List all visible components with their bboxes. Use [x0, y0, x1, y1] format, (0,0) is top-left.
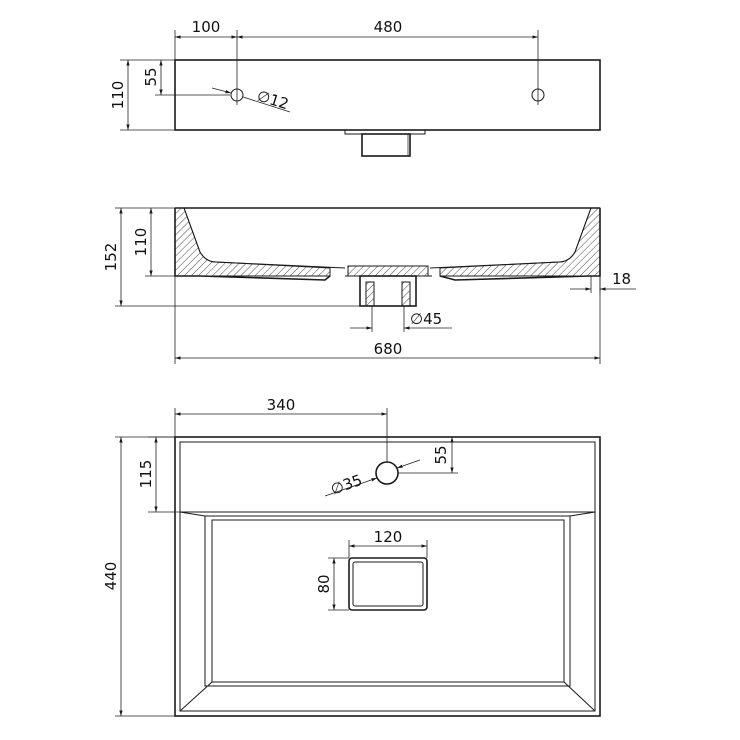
plan-view: 340 55 ∅35 115 440 120 80 — [102, 396, 601, 717]
dim-wall-thickness: 18 — [612, 270, 631, 288]
dim-hole-offset: 55 — [142, 67, 160, 86]
dim-tap-hole-inset: 55 — [432, 445, 450, 464]
dim-top-depth: 110 — [109, 81, 127, 110]
dim-bowl-height: 110 — [132, 228, 150, 257]
dim-tap-offset: 100 — [192, 18, 221, 36]
dim-drain-diameter: ∅45 — [410, 310, 442, 328]
tap-hole-icon — [375, 461, 399, 485]
basin-top-outline — [174, 59, 601, 131]
top-view: 100 480 110 55 ∅12 — [109, 18, 601, 157]
dim-tap-hole-offset: 340 — [267, 396, 296, 414]
section-right-wall — [439, 207, 601, 277]
dim-tap-spacing: 480 — [374, 18, 403, 36]
basin-plan-outline — [174, 436, 601, 717]
waste-outlet — [344, 129, 426, 157]
drain-opening — [348, 557, 428, 611]
dim-tap-hole-diameter: ∅35 — [328, 471, 364, 499]
dim-hole-diameter: ∅12 — [255, 87, 291, 114]
dim-total-height: 152 — [102, 243, 120, 272]
dim-overall-width: 680 — [374, 340, 403, 358]
dim-drain-width: 120 — [374, 528, 403, 546]
dim-drain-height: 80 — [315, 574, 333, 593]
dim-overall-depth: 440 — [102, 562, 120, 591]
section-drain — [345, 265, 432, 307]
section-view: 152 110 18 ∅45 680 — [102, 207, 636, 364]
dim-deck-depth: 115 — [137, 460, 155, 489]
